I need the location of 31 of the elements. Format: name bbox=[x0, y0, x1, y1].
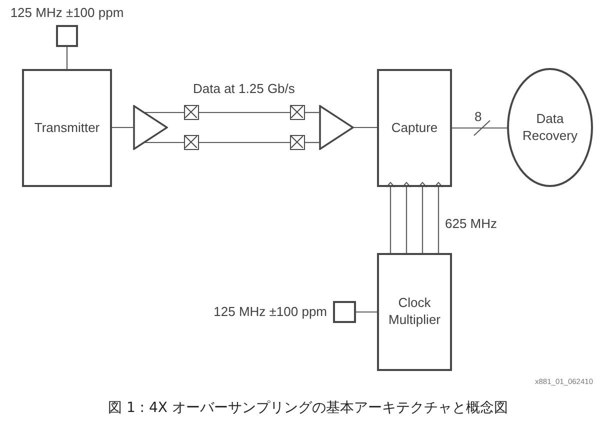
process-box: Transmitter bbox=[22, 69, 112, 187]
crossed-box bbox=[184, 105, 199, 120]
figure-caption: 図 1 : 4X オーバーサンプリングの基本アーキテクチャと概念図 bbox=[108, 399, 508, 417]
process-ellipse: Data Recovery bbox=[507, 68, 593, 187]
connector-line bbox=[452, 127, 507, 129]
process-box: Clock Multiplier bbox=[377, 253, 452, 371]
connector-line bbox=[199, 142, 290, 144]
arrow bbox=[418, 182, 427, 253]
crossed-box bbox=[184, 135, 199, 150]
buffer-triangle bbox=[319, 105, 354, 150]
process-box: Capture bbox=[377, 69, 452, 187]
connector-line bbox=[305, 142, 319, 144]
crossed-box bbox=[290, 105, 305, 120]
frequency-label: 125 MHz ±100 ppm bbox=[214, 304, 327, 320]
signal-label: Data at 1.25 Gb/s bbox=[193, 81, 295, 97]
arrow bbox=[434, 182, 443, 253]
connector-line bbox=[66, 47, 68, 69]
connector-line bbox=[356, 311, 377, 313]
signal-label: 625 MHz bbox=[445, 216, 498, 232]
edge-label: 8 bbox=[474, 109, 482, 125]
arrow bbox=[386, 182, 395, 253]
crossed-box bbox=[290, 135, 305, 150]
connector-line bbox=[199, 112, 290, 114]
connector-line bbox=[144, 112, 184, 114]
connector-line bbox=[354, 126, 377, 128]
buffer-triangle bbox=[133, 105, 168, 150]
connector-line bbox=[112, 126, 133, 128]
connector-line bbox=[144, 142, 184, 144]
arrow bbox=[402, 182, 411, 253]
connector-line bbox=[305, 112, 319, 114]
frequency-label: 125 MHz ±100 ppm bbox=[9, 5, 125, 21]
